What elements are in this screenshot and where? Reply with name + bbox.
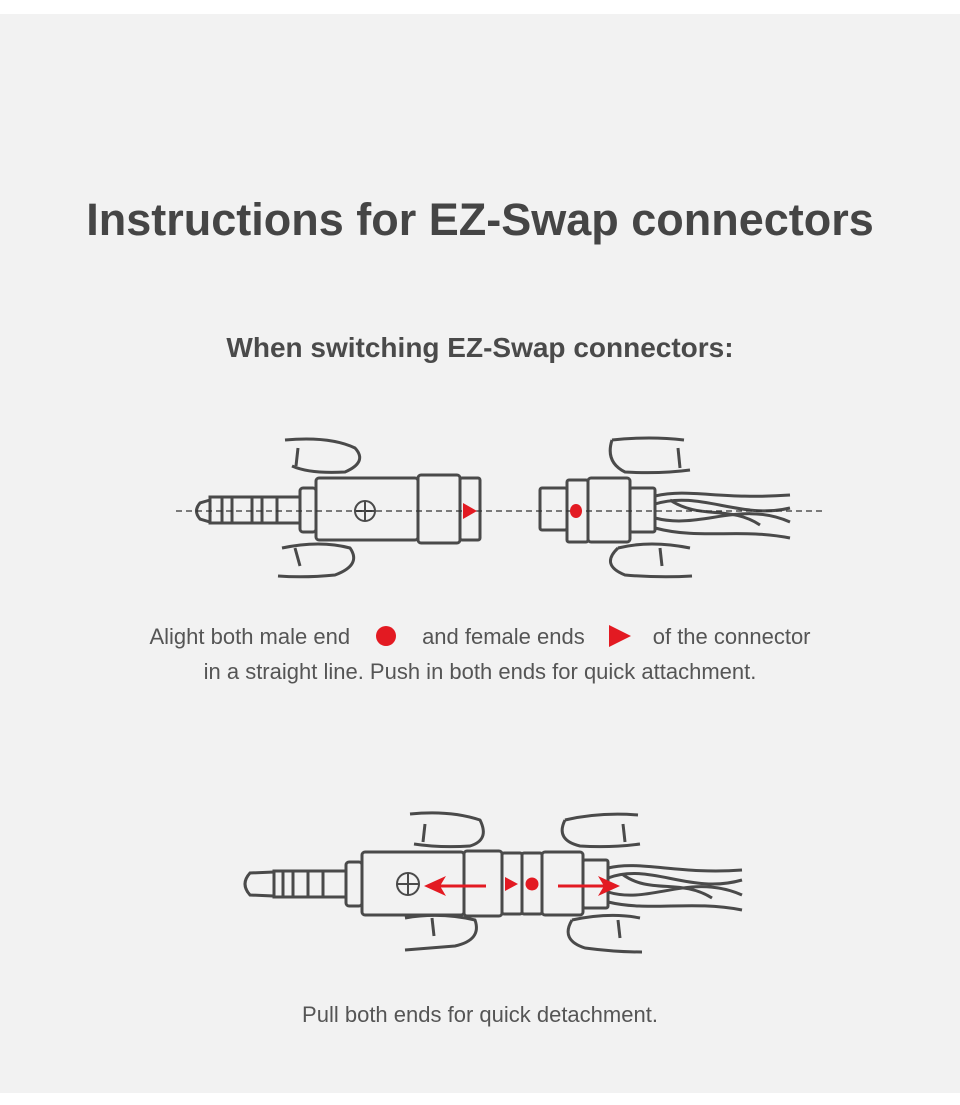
- male-jack: [243, 849, 524, 918]
- detach-diagram: [243, 811, 743, 954]
- caption-text: and female ends: [422, 624, 585, 649]
- attach-caption-line1: Alight both male end and female ends of th…: [0, 624, 960, 650]
- braided-cable: [654, 491, 791, 540]
- red-dot-icon: [376, 626, 397, 646]
- attach-diagram: [176, 436, 824, 579]
- finger-icon: [404, 811, 643, 954]
- female-connector: [520, 850, 743, 917]
- caption-text: of the connector: [652, 624, 811, 649]
- male-jack: [195, 473, 482, 545]
- page-title: Instructions for EZ-Swap connectors: [86, 194, 874, 245]
- red-dot-icon: [570, 504, 582, 518]
- red-dot-icon: [525, 877, 539, 891]
- finger-icon: [277, 436, 693, 579]
- red-triangle-icon: [608, 625, 631, 647]
- caption-text: Alight both male end: [149, 624, 351, 649]
- red-triangle-icon: [463, 503, 477, 519]
- pull-left-arrow-icon: [424, 876, 486, 896]
- red-triangle-icon: [505, 877, 518, 891]
- pull-right-arrow-icon: [558, 876, 620, 896]
- attach-caption-line2: in a straight line. Push in both ends fo…: [203, 659, 757, 684]
- section-subtitle: When switching EZ-Swap connectors:: [226, 332, 734, 363]
- female-connector: [538, 476, 791, 544]
- braided-cable: [607, 864, 743, 912]
- detach-caption: Pull both ends for quick detachment.: [302, 1002, 658, 1027]
